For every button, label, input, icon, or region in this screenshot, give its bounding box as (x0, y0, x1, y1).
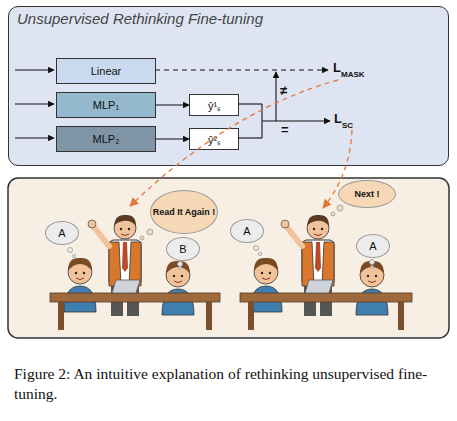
mlp-head: MLP₂ (56, 126, 156, 152)
node-text: ŷ¹ₛ (208, 98, 220, 113)
answer-bubble: B (166, 237, 200, 261)
answer-bubble: A (356, 234, 390, 258)
loss-label: = (281, 123, 289, 136)
teacher-bubble: Read It Again ! (150, 190, 218, 234)
sc-arrow (262, 120, 330, 121)
scene-panel (8, 178, 449, 338)
mask-arrow (155, 69, 328, 70)
loss-label: L (333, 61, 341, 74)
mlp-head: MLP₁ (56, 92, 156, 118)
input-arrow (15, 69, 54, 70)
feedback-arrow (130, 80, 338, 206)
loss-label: L (334, 112, 342, 125)
answer-bubble: A (45, 221, 79, 245)
node-text: A (243, 225, 250, 237)
node-text: ŷ²ₛ (208, 132, 220, 147)
node-text: MLP₂ (93, 133, 120, 145)
node-text: Next ! (354, 189, 379, 199)
prediction-box: ŷ²ₛ (189, 128, 239, 150)
answer-bubble: A (230, 219, 264, 243)
merge-wire (261, 104, 262, 138)
merge-wire (238, 137, 262, 138)
node-text: B (179, 243, 186, 255)
feedback-arrow (323, 130, 352, 208)
prediction-box: ŷ¹ₛ (189, 94, 239, 116)
connector-arrow (156, 138, 189, 139)
linear-head: Linear (56, 58, 156, 84)
loss-label: ≠ (280, 84, 287, 97)
classroom-right (240, 215, 412, 330)
node-text: A (58, 227, 65, 239)
figure-caption: Figure 2: An intuitive explanation of re… (14, 364, 434, 404)
node-text: Unsupervised Rethinking Fine-tuning (17, 10, 263, 27)
node-text: MLP₁ (93, 99, 119, 111)
mask-branch (275, 72, 276, 121)
framework-panel: Unsupervised Rethinking Fine-tuningLinea… (8, 6, 449, 166)
bubble-tails (68, 205, 375, 269)
loss-label: MASK (341, 71, 365, 79)
loss-label: SC (342, 122, 353, 130)
connector-arrow (156, 104, 189, 105)
merge-wire (238, 103, 262, 104)
teacher-bubble: Next ! (338, 180, 396, 208)
node-text: A (369, 240, 376, 252)
input-arrow (15, 137, 54, 138)
node-text: Linear (91, 65, 122, 77)
node-text: Read It Again ! (153, 207, 216, 217)
input-arrow (15, 103, 54, 104)
